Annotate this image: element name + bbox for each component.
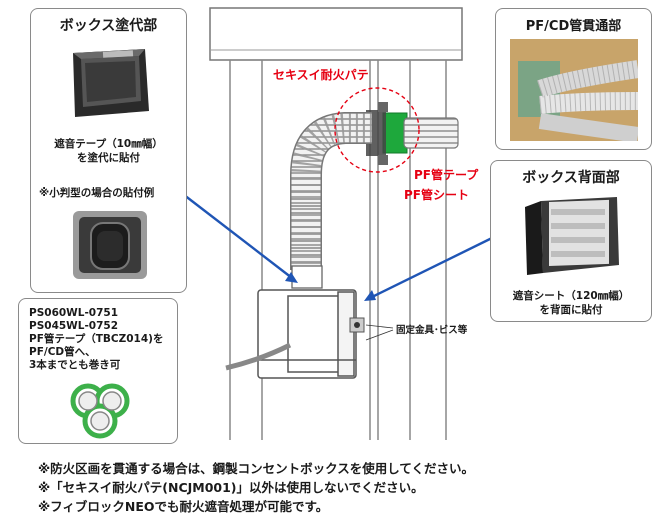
spec-lines: PS060WL-0751 PS045WL-0752 PF管テープ（TBCZ014… <box>29 307 163 372</box>
pf-cd-title: PF/CD管貫通部 <box>525 19 622 34</box>
box-frame-title: ボックス塗代部 <box>59 18 158 34</box>
callout-arrows <box>174 187 493 301</box>
electric-cable <box>225 342 292 371</box>
fixing-hardware <box>349 317 365 333</box>
note-2: ※「セキスイ耐火パテ(NCJM001)」以外は使用しないでください。 <box>38 480 424 495</box>
box-frame-caption: 遮音テープ（10㎜幅） を塗代に貼付 <box>31 137 186 165</box>
box-back-caption-line-1: 遮音シート（120㎜幅） <box>512 290 630 302</box>
spec-line-3: PF管テープ（TBCZ014)を <box>29 333 164 345</box>
pf-tape-label: PF管テープ <box>414 168 479 182</box>
note-1: ※防火区画を貫通する場合は、鋼製コンセントボックスを使用してください。 <box>38 461 475 476</box>
box-back-panel: ボックス背面部 遮音シート（120㎜幅） を背面に貼付 <box>490 160 652 322</box>
fire-putty <box>366 102 408 165</box>
box-back-caption-line-2: を背面に貼付 <box>539 304 603 316</box>
putty-highlight-circle <box>334 87 420 173</box>
box-back-caption: 遮音シート（120㎜幅） を背面に貼付 <box>491 289 651 317</box>
oval-box-subtitle: ※小判型の場合の貼付例 <box>39 187 155 199</box>
spec-panel: PS060WL-0751 PS045WL-0752 PF管テープ（TBCZ014… <box>18 298 178 444</box>
box-frame-panel: ボックス塗代部 遮音テープ（10㎜幅） を塗代に貼付 ※小判型の場合の貼付例 <box>30 8 187 293</box>
spec-line-4: PF/CD管へ、 <box>29 346 96 358</box>
pf-pipe-photo <box>510 39 638 141</box>
box-back-title: ボックス背面部 <box>522 170 620 186</box>
note-3: ※フィブロックNEOでも耐火遮音処理が可能です。 <box>38 499 329 514</box>
pf-sheet-label: PF管シート <box>404 188 469 202</box>
oval-box-photo <box>73 211 147 279</box>
spec-line-5: 3本までとも巻き可 <box>29 359 121 371</box>
spec-line-2: PS045WL-0752 <box>29 320 119 332</box>
pf-pipe-through-wall <box>403 117 459 149</box>
box-frame-caption-line-2: を塗代に貼付 <box>77 152 140 164</box>
fixing-label: 固定金具･ビス等 <box>396 325 468 336</box>
putty-label: セキスイ耐火パテ <box>273 68 369 82</box>
corrugated-pipe <box>290 112 372 289</box>
box-photo <box>73 49 149 117</box>
tape-bundle-icon <box>70 383 130 439</box>
box-frame-caption-line-1: 遮音テープ（10㎜幅） <box>54 138 163 150</box>
pf-cd-panel: PF/CD管貫通部 <box>495 8 652 150</box>
outlet-box <box>257 289 357 379</box>
ceiling-slab <box>209 7 463 61</box>
spec-line-1: PS060WL-0751 <box>29 307 119 319</box>
sheet-box-photo <box>525 197 619 275</box>
